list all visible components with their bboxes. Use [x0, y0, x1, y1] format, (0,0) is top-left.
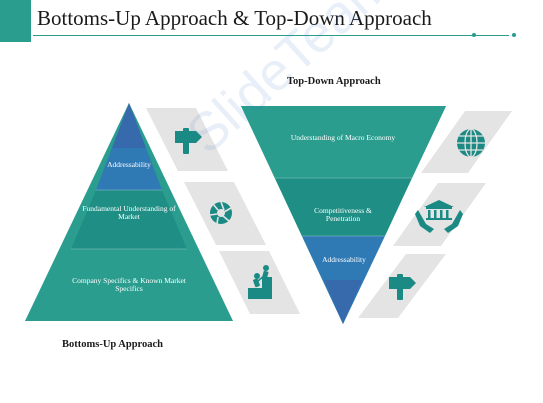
pyramid-tip-shade [112, 103, 146, 148]
inverted-pyramid-tip-shade [324, 280, 362, 324]
climbing-people-icon [248, 265, 272, 299]
title-accent-block [0, 0, 31, 42]
title-line-end-dot [512, 33, 516, 37]
title-underline [33, 35, 509, 36]
right-icon-panel-2 [393, 183, 486, 246]
signpost-icon [175, 128, 202, 154]
bottoms-up-level-3-label: Company Specifics & Known Market Specifi… [72, 276, 186, 293]
top-down-heading: Top-Down Approach [287, 76, 381, 87]
signpost-icon [389, 274, 416, 300]
bottoms-up-level-2-label: Fundamental Understanding of Market [82, 204, 176, 221]
globe-icon [457, 128, 485, 158]
pyramid-tier-base [25, 249, 233, 321]
top-down-level-3-label: Addressability [322, 255, 366, 264]
left-icon-panel-3 [219, 251, 300, 314]
top-down-level-2-label: Competitiveness & Penetration [314, 206, 372, 223]
title-line-dot [472, 33, 476, 37]
bottoms-up-level-1-label: Addressability [107, 160, 151, 169]
bottoms-up-heading: Bottoms-Up Approach [62, 339, 164, 350]
inverted-pyramid-tier-top [241, 106, 446, 178]
inverted-pyramid-tier-middle [275, 178, 412, 236]
top-down-level-1-label: Understanding of Macro Economy [290, 133, 396, 142]
hands-temple-icon [415, 200, 463, 233]
pyramid-tier-middle [71, 190, 187, 249]
slide-title: Bottoms-Up Approach & Top-Down Approach [37, 6, 432, 30]
aperture-icon [209, 201, 232, 225]
